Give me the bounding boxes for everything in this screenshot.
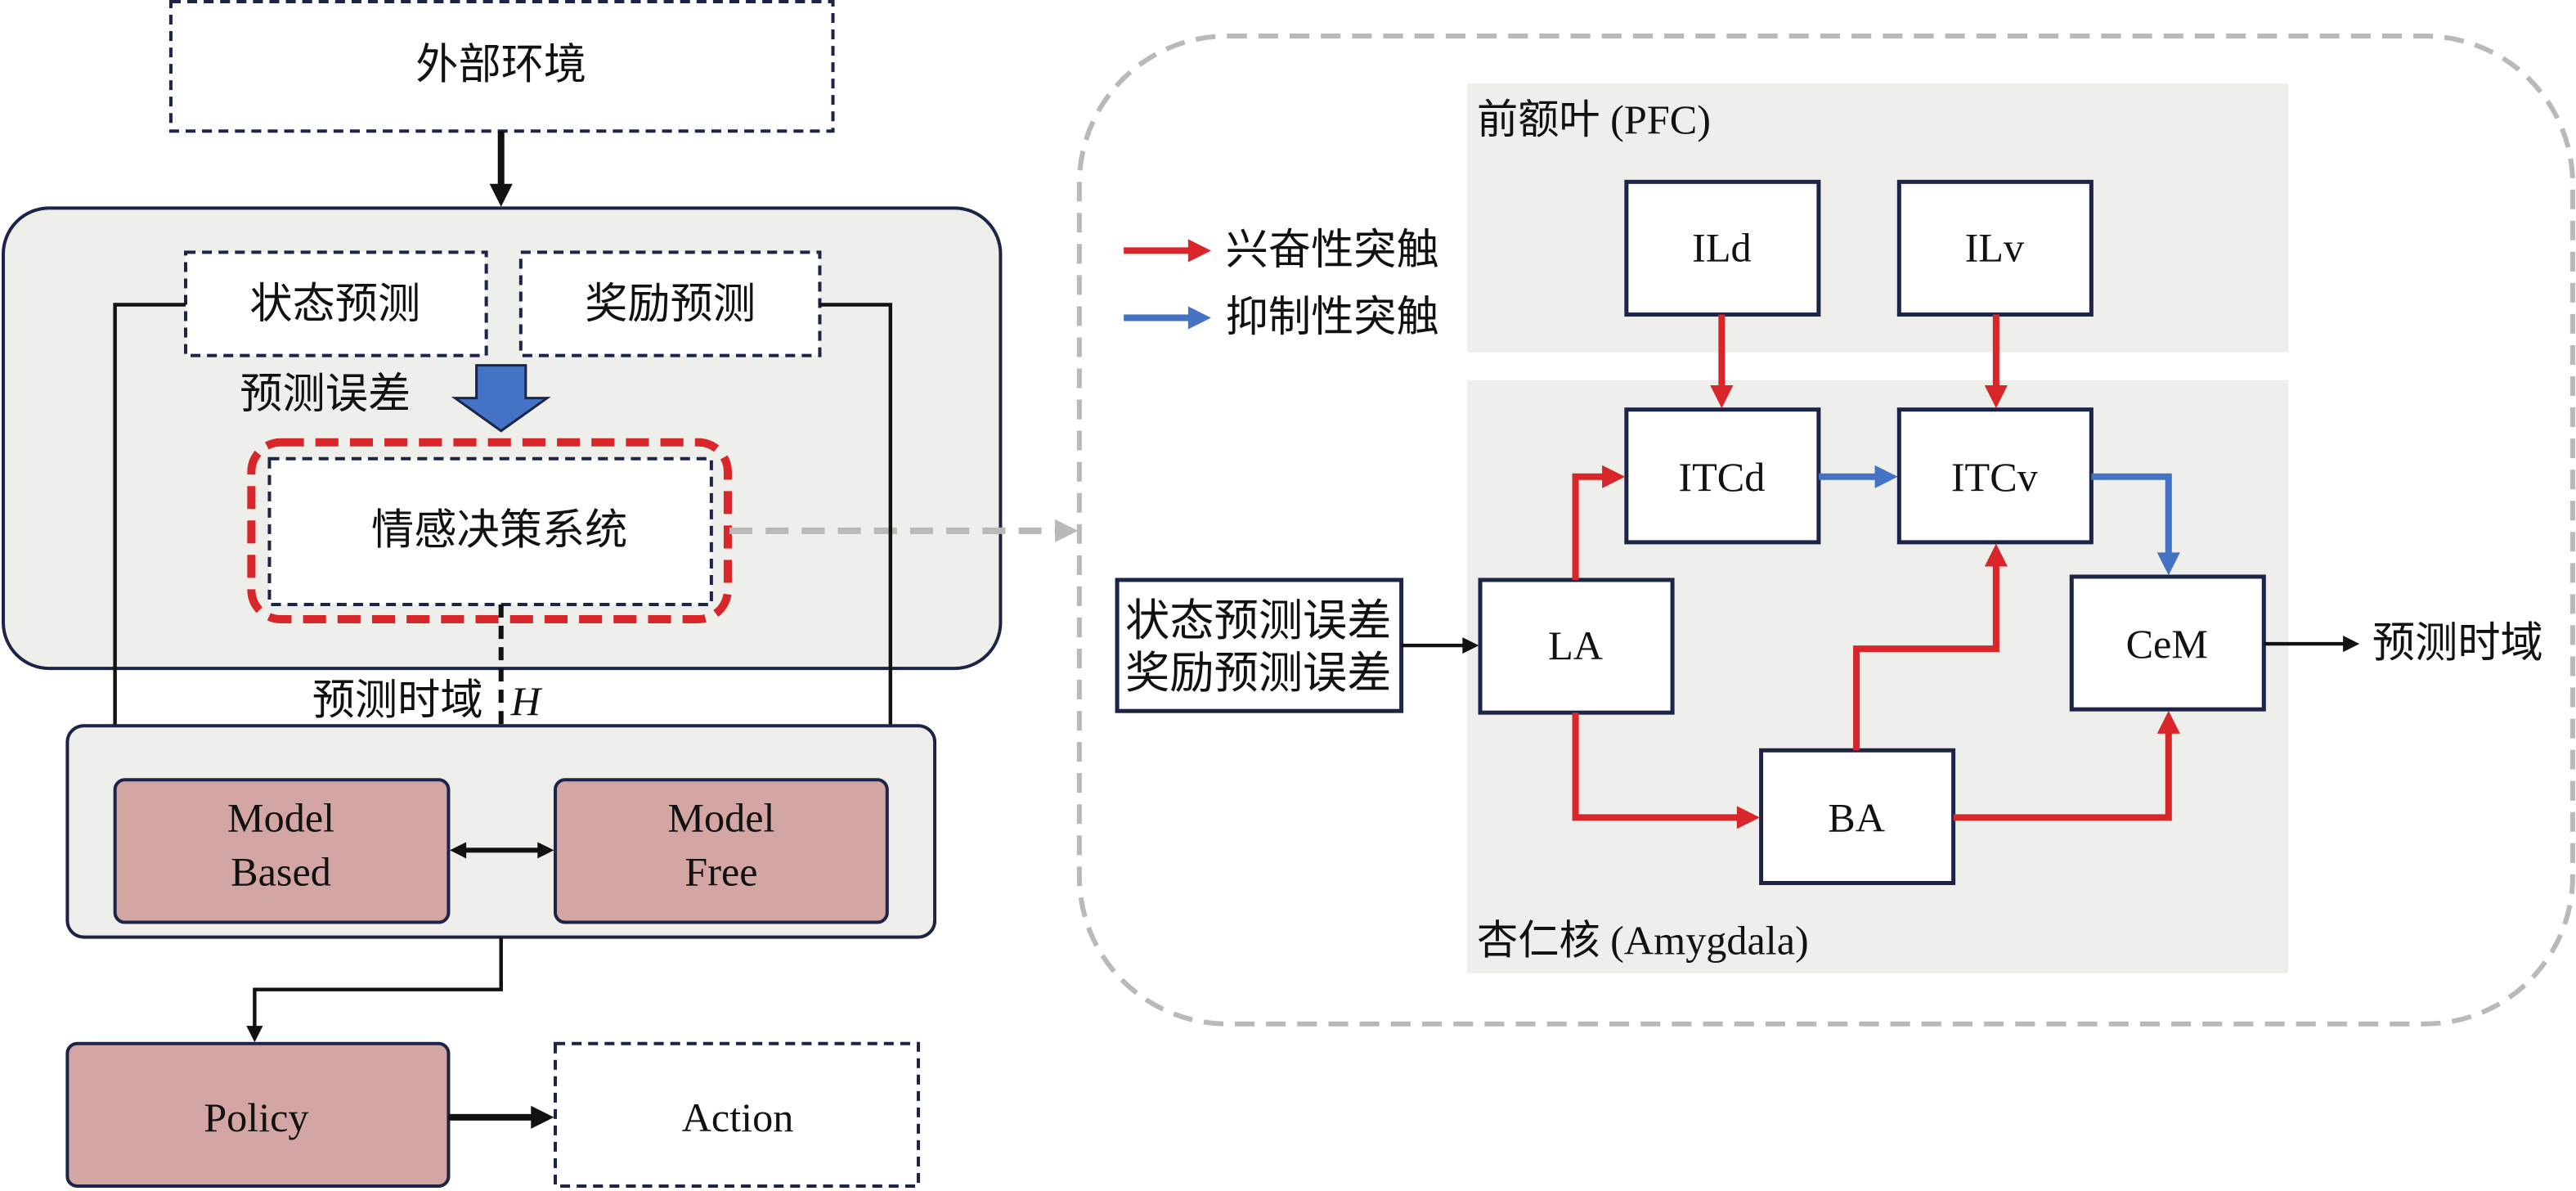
- node-ild-label: ILd: [1692, 224, 1751, 270]
- right-circuit: 前额叶 (PFC) 杏仁核 (Amygdala) 兴奋性突触 抑制性突触 状态预…: [1076, 34, 2575, 1027]
- prediction-error-block-arrow: [451, 364, 551, 433]
- state-prediction-box: [184, 250, 488, 357]
- policy-label: Policy: [204, 1094, 308, 1140]
- pfc-panel: [1466, 83, 2289, 353]
- horizon-label: 预测时域: [312, 678, 483, 725]
- action-label: Action: [682, 1094, 794, 1140]
- state-prediction-label: 状态预测: [249, 281, 420, 328]
- decision-system-highlight: [247, 438, 732, 624]
- edge-itcv-to-cem: [2091, 473, 2180, 576]
- action-box: [554, 1041, 920, 1188]
- legend: 兴奋性突触 抑制性突触: [1124, 227, 1439, 341]
- edge-ba-to-itcv: [1853, 543, 2008, 751]
- node-cem-box: [2069, 574, 2266, 712]
- model-free-box: [554, 778, 889, 924]
- model-free-label-line1: Model: [667, 794, 774, 840]
- reward-prediction-box: [518, 250, 822, 357]
- model-based-label-line1: Model: [227, 794, 334, 840]
- edge-la-to-ba: [1572, 712, 1760, 829]
- node-ba-box: [1759, 748, 1956, 885]
- input-error-line2: 奖励预测误差: [1125, 649, 1391, 698]
- reward-prediction-label: 奖励预测: [585, 281, 756, 328]
- node-ild-box: [1624, 179, 1821, 317]
- node-la-box: [1478, 578, 1675, 715]
- pfc-label: 前额叶 (PFC): [1477, 97, 1711, 142]
- node-itcd-label: ITCd: [1678, 454, 1765, 500]
- decision-system-label: 情感决策系统: [371, 507, 627, 554]
- model-based-label-line2: Based: [231, 849, 331, 895]
- zoom-callout-frame: [1076, 34, 2575, 1027]
- node-itcv-label: ITCv: [1951, 454, 2039, 500]
- model-free-label-line2: Free: [684, 849, 757, 895]
- environment-label: 外部环境: [415, 43, 586, 89]
- amygdala-label: 杏仁核 (Amygdala): [1477, 918, 1809, 964]
- models-to-policy-line: [246, 937, 503, 1043]
- node-itcd-box: [1624, 407, 1821, 545]
- node-ilv-label: ILv: [1965, 224, 2025, 270]
- input-error-line1: 状态预测误差: [1125, 596, 1391, 645]
- node-la-label: LA: [1548, 622, 1603, 668]
- node-ba-label: BA: [1828, 794, 1885, 840]
- node-cem-label: CeM: [2126, 621, 2208, 667]
- horizon-symbol: H: [510, 678, 543, 724]
- legend-inhibitory-label: 抑制性突触: [1226, 294, 1439, 341]
- left-framework: 外部环境 状态预测 奖励预测 预测误差 情感决策系统 预测时域 H Model …: [2, 0, 1079, 1188]
- output-label: 预测时域: [2372, 621, 2543, 667]
- model-based-box: [113, 778, 451, 924]
- legend-excitatory-label: 兴奋性突触: [1226, 227, 1439, 274]
- input-error-box: [1115, 578, 1404, 713]
- environment-box: [168, 0, 835, 133]
- edge-la-to-itcd: [1572, 465, 1626, 580]
- decision-system-box: [267, 456, 713, 607]
- prediction-error-label: 预测误差: [240, 371, 411, 418]
- node-itcv-box: [1896, 407, 2094, 545]
- edge-ba-to-cem: [1953, 710, 2180, 821]
